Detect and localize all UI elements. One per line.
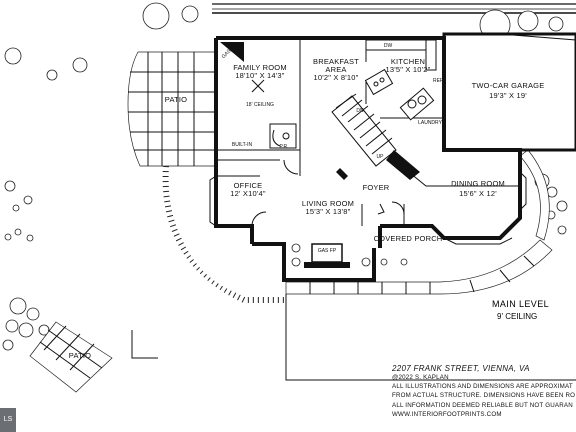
level-ceiling: 9' CEILING — [497, 312, 538, 321]
breakfast-name-2: AREA — [325, 65, 346, 74]
patio-upper-name: PATIO — [165, 95, 187, 104]
website-line: WWW.INTERIORFOOTPRINTS.COM — [392, 410, 502, 418]
ceiling-fan-icon — [251, 79, 265, 93]
up-label: UP — [377, 154, 385, 160]
dn-label: DN — [356, 108, 364, 114]
kitchen-size: 13'5" X 10'2" — [386, 65, 431, 74]
stone-patio-lower — [29, 321, 113, 393]
dw-label: DW — [384, 43, 393, 49]
living-room-size: 15'3" X 13'8" — [306, 207, 351, 216]
footer-block: 2207 FRANK STREET, VIENNA, VA @2022 S. K… — [392, 364, 576, 432]
family-room-name: FAMILY ROOM — [233, 63, 287, 72]
office-size: 12' X10'4" — [230, 189, 266, 198]
patio-lower-name: PATIO — [69, 351, 91, 360]
living-room-name: LIVING ROOM — [302, 199, 354, 208]
staircase — [331, 93, 420, 180]
ref-label: REF — [433, 78, 443, 84]
fireplace-living — [304, 243, 350, 268]
foyer-name: FOYER — [363, 183, 390, 192]
kitchen-name: KITCHEN — [391, 57, 425, 66]
office-bay — [209, 175, 217, 227]
powder-room-name: P.R. — [279, 144, 288, 150]
disclaimer-line-3: ALL INFORMATION DEEMED RELIABLE BUT NOT … — [392, 401, 573, 409]
gas-fp-living-label: GAS FP — [318, 248, 337, 254]
kitchen-fixtures — [364, 39, 437, 121]
built-in-label: BUILT-IN — [232, 142, 253, 148]
garage-size: 19'3" X 19' — [489, 91, 527, 100]
fireplace-family — [220, 42, 244, 62]
lot-lines — [131, 294, 576, 381]
dining-bay — [443, 171, 527, 245]
level-title: MAIN LEVEL — [492, 299, 550, 309]
property-address: 2207 FRANK STREET, VIENNA, VA — [392, 364, 530, 373]
doors — [251, 159, 405, 227]
top-fence — [212, 3, 576, 14]
garage-name: TWO-CAR GARAGE — [472, 81, 545, 90]
covered-porch-name: COVERED PORCH — [374, 234, 443, 243]
stone-patio-upper — [127, 51, 217, 167]
disclaimer-line-1: ALL ILLUSTRATIONS AND DIMENSIONS ARE APP… — [392, 383, 573, 391]
breakfast-name-1: BREAKFAST — [313, 57, 359, 66]
powder-room-fixtures — [269, 123, 297, 149]
family-room-size: 18'10" X 14'3" — [235, 71, 284, 80]
family-room-ceiling: 18' CEILING — [246, 102, 274, 108]
dining-room-name: DINING ROOM — [451, 179, 505, 188]
disclaimer-line-2: FROM ACTUAL STRUCTURE. DIMENSIONS HAVE B… — [392, 392, 576, 400]
garage — [442, 32, 576, 152]
listing-badge: LS — [0, 408, 16, 432]
dining-room-size: 15'6" X 12' — [459, 189, 497, 198]
office-name: OFFICE — [234, 181, 263, 190]
laundry-name: LAUNDRY — [418, 120, 442, 126]
front-walk — [285, 149, 553, 295]
copyright-line: @2022 S. KAPLAN — [392, 374, 449, 381]
breakfast-size: 10'2" X 8'10" — [314, 73, 359, 82]
stone-walkway — [162, 165, 286, 303]
